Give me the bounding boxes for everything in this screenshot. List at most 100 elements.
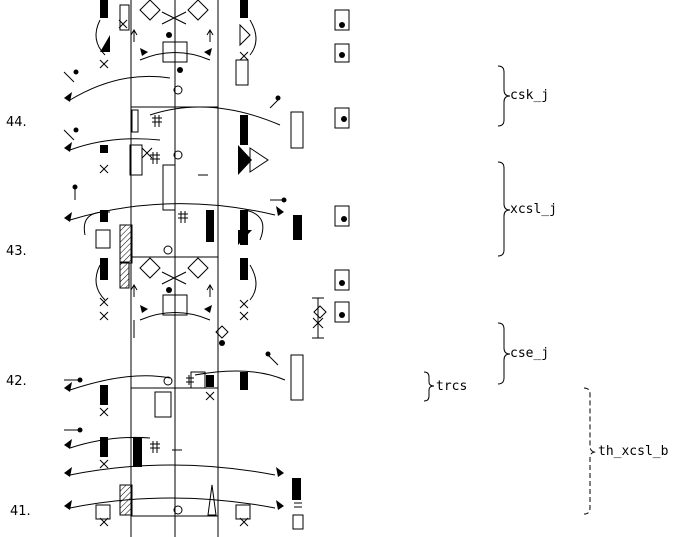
cross-mark <box>99 459 109 469</box>
hold-circle <box>163 376 173 386</box>
arrow-head <box>64 500 72 510</box>
phrasing-arcs <box>69 19 286 509</box>
measure-number-42: 42. <box>6 374 27 389</box>
arc <box>139 52 211 61</box>
cross-mark <box>118 19 128 29</box>
dot <box>177 67 183 73</box>
phrase-label-trcs: trcs <box>436 379 468 394</box>
measure-number-43: 43. <box>6 244 27 259</box>
dot <box>219 340 225 346</box>
pin-box <box>334 107 350 129</box>
direction-block <box>240 0 248 18</box>
arrow-head <box>276 467 284 477</box>
body-part-box <box>190 371 206 389</box>
tick-mark <box>150 441 160 453</box>
support-column <box>162 164 176 211</box>
pin-stroke <box>63 71 75 83</box>
tick-marks <box>130 29 214 453</box>
direction-block <box>100 0 108 18</box>
dot <box>339 280 345 286</box>
brace-icon <box>497 161 511 257</box>
hold-circle <box>173 85 183 95</box>
diamond-symbol <box>187 0 209 21</box>
arrow-head <box>204 48 212 56</box>
body-part-box <box>162 41 188 63</box>
body-part-box <box>235 504 251 520</box>
direction-block <box>206 375 214 387</box>
support-column <box>131 109 139 133</box>
tick-mark <box>206 284 214 297</box>
hatched-symbol <box>119 261 130 289</box>
arc <box>69 375 171 391</box>
diamond-symbol <box>139 0 161 21</box>
spike-symbol <box>207 484 217 516</box>
arrow-head <box>140 305 148 313</box>
diamond-symbols <box>139 0 327 339</box>
direction-block <box>100 210 108 222</box>
tick-mark <box>130 29 138 42</box>
hatched-symbol <box>119 224 133 264</box>
direction-block <box>240 115 248 145</box>
circle-symbols <box>163 85 183 515</box>
dot <box>339 52 345 58</box>
tick-mark <box>130 284 138 297</box>
support-column <box>129 144 143 176</box>
pin-head <box>72 184 78 190</box>
hold-column <box>235 59 249 86</box>
arrow-head <box>276 500 284 510</box>
open-triangle-symbol <box>239 23 251 47</box>
tick-mark <box>186 375 194 385</box>
direction-block <box>100 258 108 280</box>
arrow-head <box>64 142 72 152</box>
phrase-label-xcsl: xcsl_j <box>510 202 557 217</box>
phrase-brackets <box>423 65 597 515</box>
dot <box>341 116 347 122</box>
brace-icon <box>423 371 435 402</box>
direction-block <box>293 215 302 240</box>
diamond-symbol <box>215 325 229 339</box>
open-triangle-symbol <box>249 147 269 173</box>
arc <box>69 497 276 509</box>
pin-head <box>275 95 281 101</box>
arc <box>95 264 106 301</box>
direction-block <box>206 210 214 242</box>
arc <box>194 370 286 381</box>
open-triangle-symbols <box>239 23 269 173</box>
brace-icon <box>497 322 511 385</box>
direction-blocks <box>100 0 302 500</box>
arrow-head <box>64 439 72 449</box>
direction-block <box>240 372 248 390</box>
hold-circle <box>163 245 173 255</box>
cross-mark <box>239 51 249 61</box>
hold-circle <box>173 505 183 515</box>
triangle-symbol <box>238 145 252 175</box>
body-part-box <box>95 504 111 520</box>
measure-number-44: 44. <box>6 115 27 130</box>
pin-box <box>334 43 350 63</box>
arc <box>244 209 264 241</box>
cross-mark <box>99 407 109 417</box>
pin-strokes <box>63 71 324 516</box>
hatched-symbol <box>119 484 133 516</box>
arc <box>149 106 281 126</box>
hold-column <box>290 111 304 149</box>
cross-mark <box>239 299 249 309</box>
dot <box>341 216 347 222</box>
pin-stroke <box>267 354 279 366</box>
support-column <box>119 4 130 31</box>
arc <box>249 264 257 301</box>
diamond-symbol <box>313 305 327 319</box>
pin-box <box>334 301 350 323</box>
direction-block <box>100 437 108 457</box>
diamond-symbol <box>187 257 209 279</box>
pin-head <box>77 427 83 433</box>
pin-head <box>73 69 79 75</box>
body-part-box <box>95 229 111 249</box>
pin-box <box>292 514 304 530</box>
outlined-symbols <box>95 4 350 530</box>
pin-stroke <box>269 99 279 109</box>
cross-mark <box>141 147 153 159</box>
pin-box <box>334 205 350 227</box>
